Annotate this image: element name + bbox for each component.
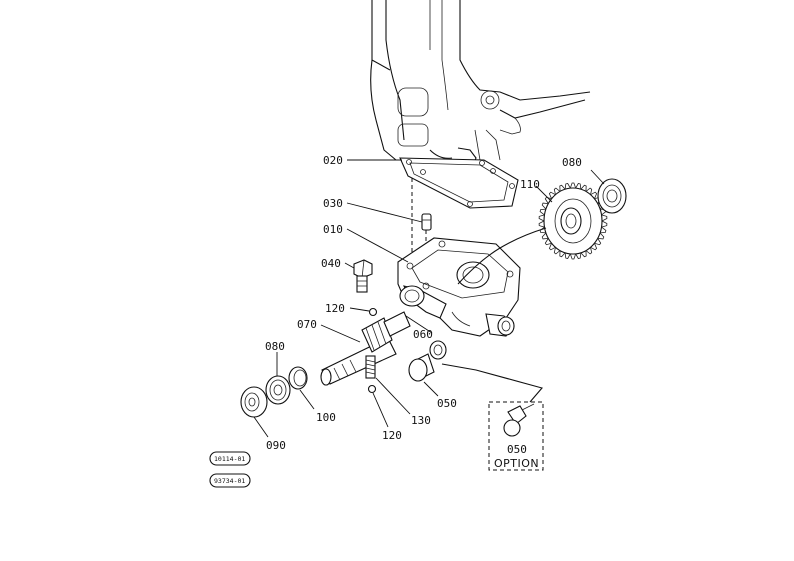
callout-010: 010 [323, 223, 343, 236]
gear-tooth [538, 214, 545, 222]
callout-070: 070 [297, 318, 317, 331]
callout-110: 110 [520, 178, 540, 191]
callout-090: 090 [266, 439, 286, 452]
gear-tooth [548, 243, 556, 251]
gear-tooth [575, 252, 582, 259]
gear-tooth [580, 250, 587, 258]
part-090-oil-seal [240, 386, 268, 418]
part-070-shaft [320, 307, 411, 386]
gear-tooth [544, 238, 552, 246]
ref-code-1: 10114-01 [214, 455, 245, 463]
gear-tooth [597, 232, 605, 240]
gear-tooth [601, 214, 608, 222]
gear-tooth [585, 187, 593, 195]
leader-lines [253, 159, 605, 438]
engine-block [370, 0, 591, 171]
gear-tooth [585, 247, 593, 255]
gear-tooth [580, 184, 587, 192]
gear-tooth [599, 226, 607, 234]
part-080-bearing-left [265, 375, 291, 405]
part-020-gasket-plate [399, 157, 519, 209]
callout-040: 040 [321, 257, 341, 270]
callout-labels: 020 030 010 040 120 070 080 060 100 050 … [265, 154, 582, 470]
gear-tooth [569, 253, 577, 260]
gear-tooth [539, 226, 547, 234]
gear-tooth [544, 196, 552, 204]
part-050-plug [408, 353, 543, 403]
option-label: OPTION [494, 457, 539, 470]
gear-tooth [548, 191, 556, 199]
gear-tooth [590, 191, 598, 199]
gear-tooth [538, 220, 545, 228]
gear-tooth [559, 184, 566, 192]
gear-tooth [564, 183, 571, 190]
gear-tooth [539, 208, 547, 216]
gear-tooth [575, 183, 582, 190]
reference-codes: 10114-01 93734-01 [209, 451, 251, 488]
gear-tooth [601, 220, 608, 228]
part-100-snap-ring [288, 366, 308, 390]
part-030-dowel-pin [411, 178, 432, 252]
part-130-spring [365, 355, 377, 394]
callout-030: 030 [323, 197, 343, 210]
gear-tooth [590, 243, 598, 251]
callout-020: 020 [323, 154, 343, 167]
gear-tooth [553, 187, 561, 195]
callout-120-top: 120 [325, 302, 345, 315]
callout-060: 060 [413, 328, 433, 341]
gear-tooth [553, 247, 561, 255]
callout-080-left: 080 [265, 340, 285, 353]
gear-tooth [541, 232, 549, 240]
gear-tooth [569, 182, 577, 189]
part-010-housing [397, 227, 547, 337]
callout-120-bottom: 120 [382, 429, 402, 442]
ref-code-2: 93734-01 [214, 477, 245, 485]
gear-tooth [559, 250, 566, 258]
part-080-bearing-right [597, 178, 627, 214]
callout-130: 130 [411, 414, 431, 427]
part-110-gear [538, 182, 608, 260]
part-040-bolt [353, 259, 373, 293]
gear-tooth [594, 238, 602, 246]
callout-080-right: 080 [562, 156, 582, 169]
gear-tooth [541, 202, 549, 210]
gear-tooth [564, 252, 571, 259]
option-box [488, 401, 544, 471]
callout-050: 050 [437, 397, 457, 410]
part-060-washer [429, 340, 447, 360]
callout-100: 100 [316, 411, 336, 424]
callout-050-option: 050 [507, 443, 527, 456]
